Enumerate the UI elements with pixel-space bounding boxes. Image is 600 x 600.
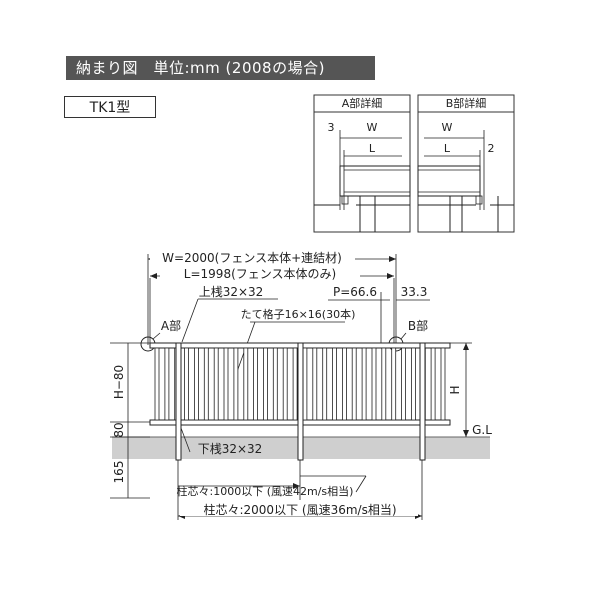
detail-b-box: B部詳細 W L 2: [417, 94, 515, 233]
right-dimensions: H G.L: [448, 342, 492, 437]
picket: [223, 347, 229, 421]
picket: [282, 347, 288, 421]
w-dimension-label: W=2000(フェンス本体+連結材): [162, 251, 342, 265]
post-left: [175, 342, 182, 461]
detail-b-dim-w: W: [442, 121, 453, 134]
gl-label: G.L: [472, 423, 492, 437]
dim-80-label: 80: [112, 422, 126, 437]
header-title: 納まり図 単位:mm (2008の場合): [66, 56, 375, 80]
post-right: [419, 342, 426, 461]
part-b-label: B部: [408, 318, 428, 333]
picket: [401, 347, 407, 421]
detail-b-title: B部詳細: [446, 96, 487, 110]
l-dimension-label: L=1998(フェンス本体のみ): [184, 267, 336, 281]
picket: [164, 347, 170, 421]
picket: [312, 347, 318, 421]
picket: [361, 347, 367, 421]
h-label: H: [448, 385, 462, 394]
picket: [193, 347, 199, 421]
detail-b-dim-l: L: [444, 142, 451, 155]
height-dimensions: H−80 80 165: [110, 342, 150, 499]
picket: [371, 347, 377, 421]
picket: [203, 347, 209, 421]
part-a-label: A部: [161, 318, 181, 333]
picket: [292, 347, 298, 421]
picket: [272, 347, 278, 421]
bottom-rail-label: 下桟32×32: [198, 442, 263, 456]
picket: [381, 347, 387, 421]
picket: [430, 347, 436, 421]
picket: [243, 347, 249, 421]
picket: [351, 347, 357, 421]
picket: [322, 347, 328, 421]
picket: [341, 347, 347, 421]
picket: [184, 347, 190, 421]
picket: [391, 347, 397, 421]
width-dimensions: W=2000(フェンス本体+連結材) L=1998(フェンス本体のみ) 上桟32…: [147, 250, 430, 381]
detail-a-dim-3: 3: [328, 121, 335, 134]
post-middle: [297, 342, 304, 461]
fence-body: [149, 342, 451, 461]
dim-165-label: 165: [112, 461, 126, 484]
post-spacing-dimensions: 柱芯々:1000以下 (風速42m/s相当) 柱芯々:2000以下 (風速36m…: [177, 460, 423, 520]
detail-a-title: A部詳細: [342, 96, 383, 110]
detail-a-box: A部詳細 3 W L: [313, 94, 411, 233]
picket: [332, 347, 337, 421]
picket: [253, 347, 259, 421]
pitch-label: P=66.6: [333, 285, 377, 299]
top-rail-label: 上桟32×32: [199, 285, 264, 299]
picket: [213, 347, 219, 421]
picket: [233, 347, 239, 421]
post-spacing-2000-label: 柱芯々:2000以下 (風速36m/s相当): [203, 502, 396, 517]
picket: [263, 347, 268, 421]
end-dimension-label: 33.3: [401, 285, 428, 299]
detail-a-dim-l: L: [369, 142, 376, 155]
model-type-label: TK1型: [64, 96, 156, 118]
picket: [410, 347, 416, 421]
post-spacing-1000-label: 柱芯々:1000以下 (風速42m/s相当): [177, 484, 354, 498]
detail-b-dim-2: 2: [488, 142, 495, 155]
picket: [440, 347, 446, 421]
detail-a-dim-w: W: [367, 121, 378, 134]
h-minus-80-label: H−80: [112, 365, 126, 399]
picket: [154, 347, 160, 421]
picket-label: たて格子16×16(30本): [241, 307, 356, 321]
pickets-group: [154, 347, 446, 421]
